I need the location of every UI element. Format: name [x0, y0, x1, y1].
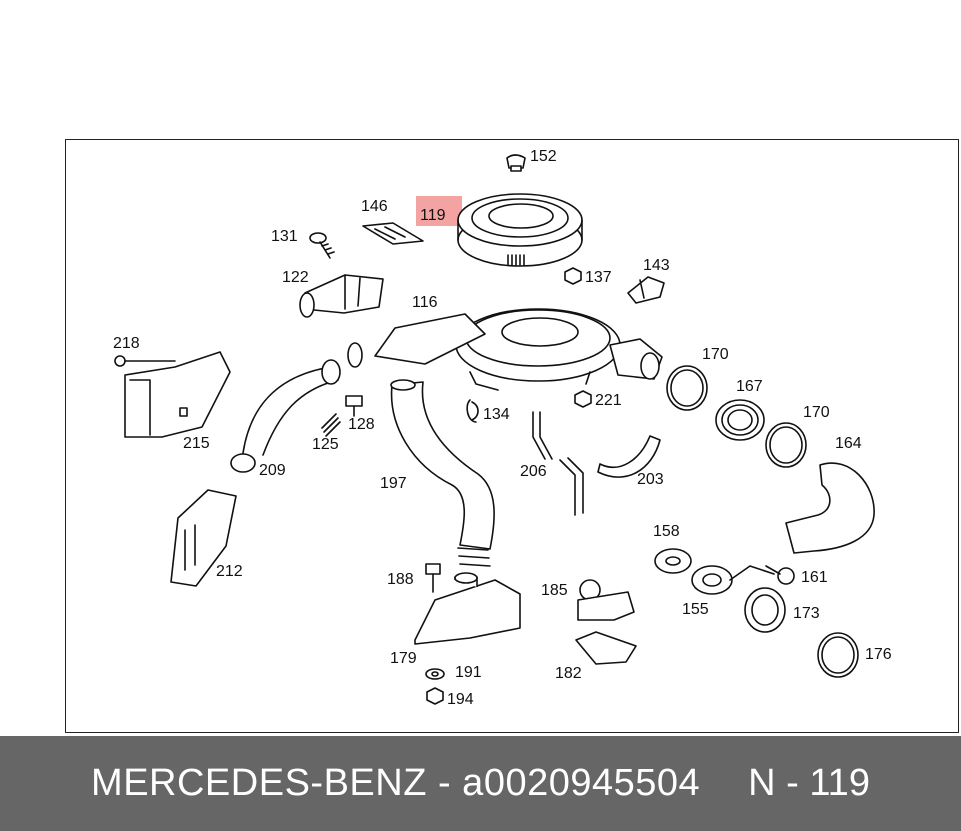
- label-182: 182: [555, 665, 582, 682]
- label-155: 155: [682, 601, 709, 618]
- label-203: 203: [637, 471, 664, 488]
- label-158: 158: [653, 523, 680, 540]
- part-143-clip: [627, 276, 665, 304]
- part-194-nut: [426, 687, 444, 705]
- footer-bar: MERCEDES-BENZ - a0020945504 N - 119: [0, 736, 961, 831]
- label-152: 152: [530, 148, 557, 165]
- part-209-hose: [230, 359, 341, 473]
- part-221-nut: [574, 390, 592, 408]
- label-164: 164: [835, 435, 862, 452]
- label-212: 212: [216, 563, 243, 580]
- footer-brand-part-number: MERCEDES-BENZ - a0020945504: [91, 762, 701, 804]
- label-197: 197: [380, 475, 407, 492]
- part-185-bracket: [577, 579, 635, 621]
- part-161-bolt: [765, 565, 795, 585]
- part-173-seal: [744, 587, 786, 633]
- label-179: 179: [390, 650, 417, 667]
- part-218-clip: [114, 355, 176, 367]
- label-134: 134: [483, 406, 510, 423]
- part-206-tube: [532, 411, 584, 516]
- footer-diagram-ref: N - 119: [748, 762, 870, 804]
- label-131: 131: [271, 228, 298, 245]
- label-209: 209: [259, 462, 286, 479]
- label-215: 215: [183, 435, 210, 452]
- part-191-washer: [425, 668, 445, 680]
- label-176: 176: [865, 646, 892, 663]
- part-155-flange: [691, 565, 775, 595]
- part-125-spring: [321, 413, 341, 437]
- label-191: 191: [455, 664, 482, 681]
- part-152-cap: [506, 154, 526, 172]
- part-170-clamp-b: [765, 422, 807, 468]
- part-116-housing: [347, 308, 663, 391]
- label-218: 218: [113, 335, 140, 352]
- part-197-hose: [390, 379, 495, 567]
- part-134-clip: [466, 399, 479, 423]
- label-170-a: 170: [702, 346, 729, 363]
- label-143: 143: [643, 257, 670, 274]
- part-188-bolt: [425, 563, 441, 593]
- label-185: 185: [541, 582, 568, 599]
- label-116: 116: [412, 294, 438, 311]
- part-167-bellows: [715, 399, 765, 441]
- part-179-housing: [414, 572, 521, 645]
- label-137: 137: [585, 269, 612, 286]
- part-203-hose: [597, 435, 661, 478]
- label-173: 173: [793, 605, 820, 622]
- part-158-gasket: [654, 548, 692, 574]
- label-122: 122: [282, 269, 309, 286]
- label-125: 125: [312, 436, 339, 453]
- part-119-air-filter: [457, 193, 583, 267]
- label-146: 146: [361, 198, 388, 215]
- part-215-bracket: [124, 351, 231, 438]
- part-170-clamp-a: [666, 365, 708, 411]
- part-122-intake: [299, 274, 384, 318]
- part-146-label: [362, 222, 424, 245]
- part-212-bracket: [170, 489, 237, 587]
- label-188: 188: [387, 571, 414, 588]
- label-128: 128: [348, 416, 375, 433]
- label-161: 161: [801, 569, 828, 586]
- part-131-screw: [309, 232, 335, 259]
- part-137-nut: [564, 267, 582, 285]
- part-164-elbow: [785, 462, 875, 554]
- label-206: 206: [520, 463, 547, 480]
- label-221: 221: [595, 392, 622, 409]
- label-119[interactable]: 119: [420, 207, 446, 224]
- part-128-valve: [345, 395, 363, 417]
- label-194: 194: [447, 691, 474, 708]
- part-176-clamp: [817, 632, 859, 678]
- label-167: 167: [736, 378, 763, 395]
- highlight-part-119: [416, 196, 462, 226]
- part-182-bracket: [575, 631, 637, 665]
- label-170-b: 170: [803, 404, 830, 421]
